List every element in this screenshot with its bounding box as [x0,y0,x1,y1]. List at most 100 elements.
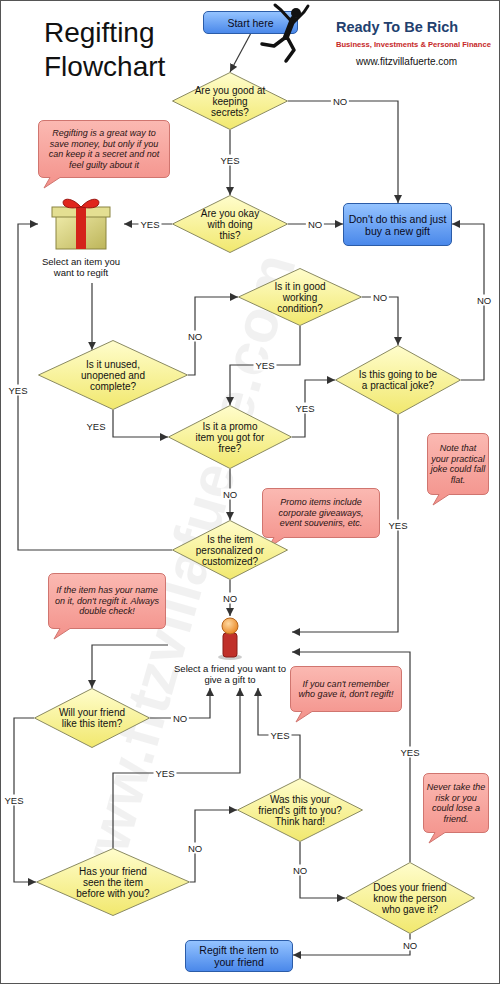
logo-leg [286,37,294,61]
edge-label: NO [306,219,324,230]
edge-label: NO [291,865,309,876]
decision-diamond: Is it in good working condition? [238,268,362,326]
callout-note: Note that your practical joke could fall… [427,433,489,495]
node-text: Start here [206,17,296,29]
callout-note: If you can't remember who gave it, don't… [290,666,402,712]
node-body: Are you good at keeping secrets? [172,72,288,130]
node-text: Is it in good working condition? [265,281,335,314]
node-body: If you can't remember who gave it, don't… [290,666,402,712]
diamond-shape [35,689,150,748]
connector [113,410,168,437]
connector [293,934,410,955]
callout-shape [39,121,170,189]
edge-label: YES [138,219,161,230]
edge-label: YES [293,403,316,414]
callout-shape [428,434,489,506]
node-body: Is it in good working condition? [238,268,362,326]
callout-shape [49,574,166,640]
node-body: Will your friend like this item? [34,688,150,748]
node-body: Has your friend seen the item before wit… [36,848,190,916]
terminal-box: Don't do this and just buy a new gift [343,203,452,246]
decision-diamond: Are you good at keeping secrets? [172,72,288,130]
node-text: If you can't remember who gave it, don't… [294,679,398,700]
connector [292,380,335,437]
node-text: Select an item you want to regift [38,256,124,278]
brand-tagline: Business, Investments & Personal Finance [336,40,491,49]
edge-label: NO [401,940,419,951]
edge-label: NO [171,713,189,724]
node-text: Never take the risk or you could lose a … [425,782,487,824]
diamond-shape [239,269,362,326]
node-text: Is this going to be a practical joke? [357,369,439,391]
diamond-shape [173,73,288,130]
callout-shape [424,774,489,844]
node-text: If the item has your name on it, don't r… [51,585,163,617]
edge-label: YES [218,155,241,166]
node-text: Promo items include corporate giveaways,… [267,497,375,529]
brand-name: Ready To Be Rich [336,19,458,35]
node-body: Is the item personalized or customized? [172,520,288,580]
node-text: Is it unused, unopened and complete? [74,359,152,392]
node-body: Is it unused, unopened and complete? [38,340,188,410]
node-body: Is it a promo item you got for free? [168,405,292,469]
node-body: If the item has your name on it, don't r… [48,573,166,629]
edge-label: NO [186,843,204,854]
friend-icon [215,616,245,660]
node-body: Are you okay with doing this? [172,195,288,253]
callout-note: Promo items include corporate giveaways,… [262,488,380,538]
callout-note: If the item has your name on it, don't r… [48,573,166,629]
edge-label: NO [331,96,349,107]
decision-diamond: Was this your friend's gift to you? Thin… [237,778,363,842]
edge-label: YES [6,385,29,396]
logo-arm [294,6,308,22]
gift-bow [81,199,99,208]
diamond-shape [173,521,288,580]
node-body: Promo items include corporate giveaways,… [262,488,380,538]
connector [230,34,251,72]
node-text: Select a friend you want to give a gift … [168,663,292,685]
edge-label: YES [386,520,409,531]
diamond-shape [346,863,475,934]
callout-shape [263,489,380,549]
jumping-man-logo [250,4,322,66]
diamond-shape [39,341,188,410]
node-text: Are you good at keeping secrets? [194,85,266,118]
decision-diamond: Is it unused, unopened and complete? [38,340,188,410]
node-body: Select a friend you want to give a gift … [168,663,292,685]
edge-label: YES [268,730,291,741]
callout-note: Regifting is a great way to save money, … [38,120,170,178]
edge-label: YES [84,421,107,432]
node-body: Select an item you want to regift [38,256,124,278]
node-text: Are you okay with doing this? [199,208,261,241]
callout-shape [291,667,402,723]
diamond-shape [169,406,292,469]
terminal-box: Regift the item to your friend [185,940,293,972]
chart-title: Regifting Flowchart [44,16,172,84]
decision-diamond: Does your friend know the person who gav… [345,862,475,934]
node-body: Was this your friend's gift to you? Thin… [237,778,363,842]
callout-note: Never take the risk or you could lose a … [423,773,489,833]
edge-label: NO [221,593,239,604]
edge-label: NO [186,331,204,342]
node-body: Regift the item to your friend [186,941,292,971]
edge-label: YES [398,747,421,758]
diamond-shape [336,346,461,415]
edge-label: YES [153,768,176,779]
node-body: Never take the risk or you could lose a … [423,773,489,833]
node-text: Is the item personalized or customized? [192,534,268,567]
decision-diamond: Has your friend seen the item before wit… [36,848,190,916]
edge-label: NO [371,292,389,303]
node-body: Regifting is a great way to save money, … [38,120,170,178]
connector [362,297,398,345]
friend-head [222,618,238,634]
node-text: Regifting is a great way to save money, … [42,128,166,170]
node-text: Will your friend like this item? [54,707,130,729]
gift-ribbon [76,207,86,249]
friend-body [223,633,237,657]
edge-label: NO [475,295,493,306]
connector [288,101,398,203]
decision-diamond: Are you okay with doing this? [172,195,288,253]
gift-bow [63,199,81,208]
node-body: Start here [204,12,297,33]
